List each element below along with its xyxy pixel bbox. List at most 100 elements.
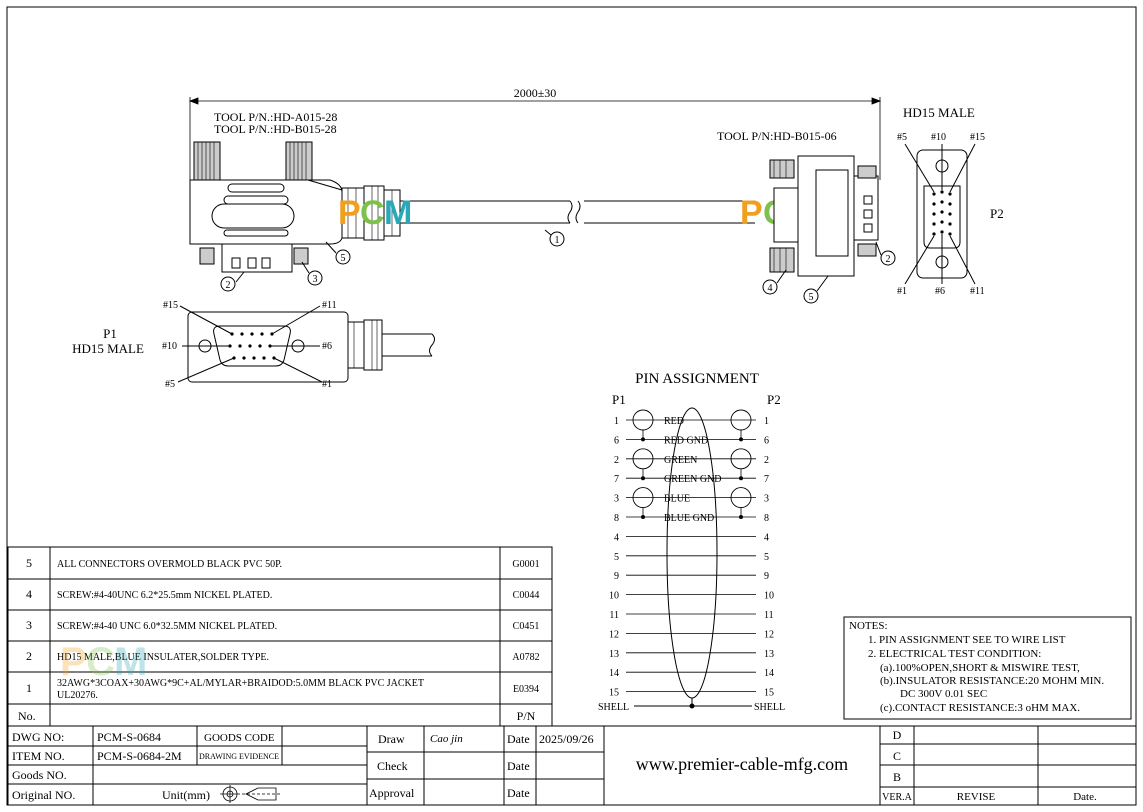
pin-left-number: 4 (614, 532, 619, 543)
bom-pn-2: A0782 (512, 652, 539, 663)
bom-desc-1: 32AWG*3COAX+30AWG*9C+AL/MYLAR+BRAIDOD:5.… (57, 678, 424, 689)
draw-label: Draw (378, 732, 405, 746)
svg-text:1: 1 (555, 235, 560, 246)
p2-label: P2 (990, 206, 1004, 221)
notes-title: NOTES: (849, 620, 888, 632)
coax-pair-icon (632, 409, 654, 442)
p1-pin-5: #5 (165, 379, 175, 390)
note-line-3: (a).100%OPEN,SHORT & MISWIRE TEST, (880, 662, 1080, 674)
tool-pn-right: TOOL P/N:HD-B015-06 (717, 129, 837, 143)
svg-text:C: C (360, 194, 385, 232)
bom-no-1: 1 (26, 681, 32, 695)
pin-signal-label: BLUE GND (664, 513, 714, 524)
balloon-5-left: 5 (325, 241, 351, 265)
pin-right-number: 14 (764, 668, 774, 679)
svg-text:2: 2 (226, 280, 231, 291)
pin-left-number: 2 (614, 455, 619, 466)
pin-right-number: 8 (764, 513, 769, 524)
svg-text:C: C (86, 640, 115, 684)
coax-pair-icon (632, 487, 654, 519)
svg-text:M: M (114, 640, 147, 684)
pin-right-number: 4 (764, 532, 769, 543)
bom-header-no: No. (18, 709, 36, 723)
pin-left-number: 9 (614, 571, 619, 582)
coax-pair-icon (730, 409, 752, 442)
note-line-1: 1. PIN ASSIGNMENT SEE TO WIRE LIST (868, 634, 1066, 646)
bom-desc-5: ALL CONNECTORS OVERMOLD BLACK PVC 50P. (57, 559, 282, 570)
title-block (7, 725, 1137, 806)
p2-front-view (904, 143, 976, 285)
pin-signal-label: GREEN GND (664, 474, 722, 485)
note-line-5: DC 300V 0.01 SEC (900, 688, 987, 700)
p1-connector-side-view (189, 141, 401, 273)
pin-left-number: 7 (614, 474, 619, 485)
balloon-2-left: 2 (220, 271, 245, 292)
svg-text:2: 2 (886, 254, 891, 265)
bom-pn-4: C0044 (513, 590, 540, 601)
pin-right-number: 11 (764, 610, 774, 621)
draw-signature: Cao jin (430, 733, 463, 745)
bom-no-5: 5 (26, 556, 32, 570)
bom-no-4: 4 (26, 587, 32, 601)
pin-left-number: 8 (614, 513, 619, 524)
ver-d: D (893, 728, 902, 742)
balloon-4: 4 (762, 269, 787, 295)
pin-left-number: 14 (609, 668, 619, 679)
pin-row: 8 8 BLUE GND (614, 513, 769, 524)
pin-left-number: 5 (614, 552, 619, 563)
pin-assignment-shield (634, 407, 752, 709)
p2-pin-5: #5 (897, 132, 907, 143)
svg-text:3: 3 (313, 274, 318, 285)
p2-title: HD15 MALE (903, 105, 975, 120)
note-line-2: 2. ELECTRICAL TEST CONDITION: (868, 648, 1041, 660)
bom-no-2: 2 (26, 649, 32, 663)
svg-text:P: P (338, 194, 361, 232)
svg-text:4: 4 (768, 283, 773, 294)
p1-pin-10: #10 (162, 341, 177, 352)
bom-desc-4: SCREW:#4-40UNC 6.2*25.5mm NICKEL PLATED. (57, 590, 272, 601)
projection-symbol-icon (220, 785, 280, 803)
notes-box (843, 616, 1132, 720)
cable (400, 200, 755, 224)
pin-left-number: 1 (614, 416, 619, 427)
revise-date-label: Date. (1073, 791, 1097, 803)
svg-text:P: P (740, 194, 763, 232)
pcm-watermark: P C M (60, 640, 147, 684)
pin-right-number: 10 (764, 591, 774, 602)
p1-pin-15: #15 (163, 300, 178, 311)
balloon-5-right: 5 (803, 275, 829, 304)
pin-assignment-title: PIN ASSIGNMENT (635, 371, 759, 387)
dimension-label: 2000±30 (514, 86, 557, 100)
p2-pin-1: #1 (897, 286, 907, 297)
svg-text:M: M (384, 194, 412, 232)
pin-right-number: 13 (764, 649, 774, 660)
pin-left-number: 3 (614, 494, 619, 505)
goods-code-label: GOODS CODE (204, 732, 275, 744)
pin-right-number: 15 (764, 688, 774, 699)
balloon-2-right: 2 (875, 241, 896, 266)
p1-title: P1 (103, 326, 117, 341)
pin-right-number: 3 (764, 494, 769, 505)
svg-text:5: 5 (341, 253, 346, 264)
bom-pn-1: E0394 (513, 684, 539, 695)
item-no-value: PCM-S-0684-2M (97, 749, 182, 763)
p2-pin-15: #15 (970, 132, 985, 143)
coax-pair-icon (632, 448, 654, 481)
p2-connector-side-view (769, 155, 879, 277)
ver-c: C (893, 749, 901, 763)
pin-right-number: 7 (764, 474, 769, 485)
website: www.premier-cable-mfg.com (636, 754, 848, 774)
unit-label: Unit(mm) (162, 788, 210, 802)
p1-pin-11: #11 (322, 300, 337, 311)
bom-pn-3: C0451 (513, 621, 540, 632)
p2-pin-10: #10 (931, 132, 946, 143)
bom-desc-1-line2: UL20276. (57, 690, 98, 701)
pin-left-number: 6 (614, 435, 619, 446)
pin-row: 7 7 GREEN GND (614, 474, 769, 485)
